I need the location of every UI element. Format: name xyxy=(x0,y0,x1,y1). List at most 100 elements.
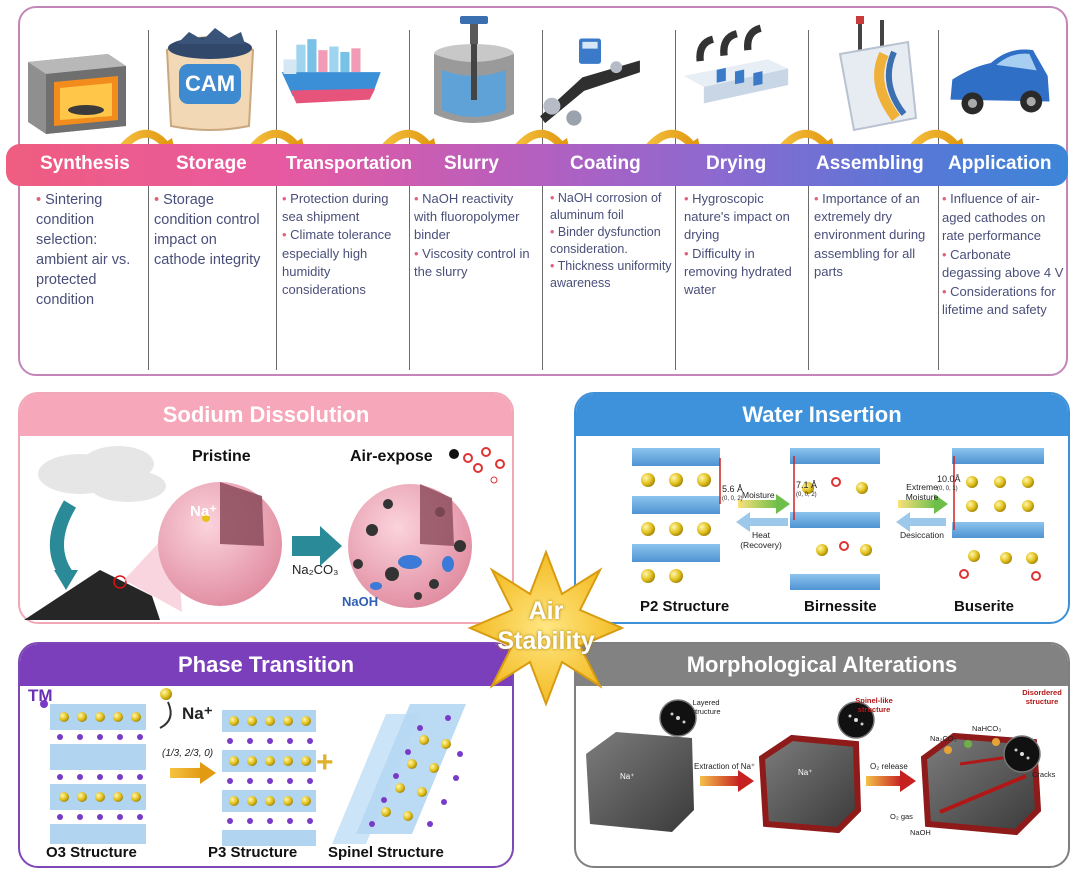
morphological-alterations-title: Morphological Alterations xyxy=(576,644,1068,686)
pristine-label: Pristine xyxy=(192,448,251,465)
buserite-plane-label: (0, 0, 1) xyxy=(937,486,958,492)
disordered-structure-label: Disordered structure xyxy=(1022,688,1062,706)
powder-pile-icon xyxy=(24,570,160,620)
extraction-arrow-icon xyxy=(700,776,740,786)
column-divider xyxy=(276,30,277,370)
buserite-structure-icon xyxy=(952,448,1044,581)
desiccation-arrow-icon xyxy=(908,518,946,526)
moisture-label: Moisture xyxy=(742,490,775,500)
stage-label-assembling: Assembling xyxy=(816,153,924,174)
stage-notes-slurry: • NaOH reactivity with fluoropolymer bin… xyxy=(414,191,530,279)
heat-arrow-icon xyxy=(748,518,788,526)
stage-bar: Synthesis Storage Transportation Slurry … xyxy=(6,144,1068,186)
column-divider xyxy=(148,30,149,370)
na-ion-label: Na⁺ xyxy=(182,704,213,723)
column-divider xyxy=(675,30,676,370)
birnessite-structure-icon xyxy=(790,448,880,590)
o2-release-arrow-icon xyxy=(866,776,902,786)
stage-notes-drying: • Hygroscopic nature's impact on drying … xyxy=(684,191,792,298)
nahco3-label: NaHCO₃ xyxy=(972,724,1002,733)
birnessite-spacing-label: 7.1 Å xyxy=(796,480,818,490)
extreme-moisture-arrow-icon xyxy=(898,500,936,508)
stage-notes-application: • Influence of air-aged cathodes on rate… xyxy=(942,191,1064,317)
stage-label-transportation: Transportation xyxy=(286,153,413,173)
o3-structure-icon xyxy=(40,688,172,844)
desiccation-label: Desiccation xyxy=(900,530,944,540)
star-burst-icon xyxy=(467,549,625,707)
ship-icon xyxy=(281,39,381,104)
o2-gas-label: O₂ gas xyxy=(890,812,913,821)
extraction-label: Extraction of Na⁺ xyxy=(694,762,756,771)
water-insertion-title: Water Insertion xyxy=(576,394,1068,436)
air-stability-label: Air Stability xyxy=(497,597,595,655)
spinel-like-particle-icon xyxy=(758,734,862,834)
sodium-dissolution-panel: Sodium Dissolution Pristine Air- xyxy=(18,392,514,624)
pouch-cell-icon xyxy=(838,16,918,132)
water-insertion-illustration xyxy=(632,448,1044,590)
stage-label-synthesis: Synthesis xyxy=(40,153,130,174)
plus-sign: + xyxy=(316,746,334,779)
tm-label: TM xyxy=(28,686,53,705)
exposure-arrow-icon xyxy=(292,526,342,566)
stage-notes-transportation: • Protection during sea shipment • Clima… xyxy=(282,191,392,298)
o2-release-label: O₂ release xyxy=(870,762,908,771)
na2co3-label: Na₂CO₃ xyxy=(292,562,339,577)
stage-label-application: Application xyxy=(948,153,1052,174)
p2-structure-icon xyxy=(632,448,721,583)
p2-structure-label: P2 Structure xyxy=(640,598,730,615)
morphological-illustration xyxy=(586,699,1042,836)
morphological-alterations-panel: Morphological Alterations Layered struct… xyxy=(574,642,1070,868)
cam-label: CAM xyxy=(185,71,235,96)
p3-structure-icon xyxy=(222,710,316,846)
extreme-moisture-label: Extreme Moisture xyxy=(905,482,939,502)
column-divider xyxy=(808,30,809,370)
air-stability-badge: Air Stability xyxy=(466,548,626,708)
mixer-icon xyxy=(434,16,514,123)
sodium-dissolution-illustration xyxy=(24,446,505,620)
dryer-icon xyxy=(683,24,789,104)
na-out-label: Na⁺ xyxy=(798,768,813,777)
phase-transition-title: Phase Transition xyxy=(20,644,512,686)
naoh-label: NaOH xyxy=(910,828,931,837)
column-divider xyxy=(938,30,939,370)
sodium-dissolution-title: Sodium Dissolution xyxy=(20,394,512,436)
phase-transition-illustration xyxy=(40,688,466,846)
air-exposed-particle-icon xyxy=(348,484,472,608)
birnessite-label: Birnessite xyxy=(804,598,877,615)
na2co3-label: Na₂CO₃ xyxy=(930,734,957,743)
furnace-icon xyxy=(28,54,126,134)
p2-plane-label: (0, 0, 2) xyxy=(722,496,743,502)
naoh-label: NaOH xyxy=(342,594,379,609)
p3-structure-label: P3 Structure xyxy=(208,844,298,861)
moisture-cloud-icon xyxy=(38,446,166,502)
column-divider xyxy=(409,30,410,370)
spinel-like-structure-label: Spinel-like structure xyxy=(855,696,893,714)
moisture-arrow-icon xyxy=(738,500,778,508)
gas-molecules-icon xyxy=(449,447,505,484)
layered-particle-icon xyxy=(586,732,694,832)
layered-structure-label: Layered structure xyxy=(691,698,721,716)
na-in-label: Na⁺ xyxy=(620,772,635,781)
air-expose-label: Air-expose xyxy=(350,448,433,465)
stage-label-coating: Coating xyxy=(570,153,641,174)
stage-notes-assembling: • Importance of an extremely dry environ… xyxy=(814,191,926,279)
stage-label-slurry: Slurry xyxy=(444,153,499,174)
o3-structure-label: O3 Structure xyxy=(46,844,137,861)
na-ion-label: Na⁺ xyxy=(190,503,218,520)
cracks-label: Cracks xyxy=(1032,770,1056,779)
stage-notes-storage: • Storage condition control impact on ca… xyxy=(154,192,261,268)
car-icon xyxy=(950,49,1050,115)
phase-transition-panel: Phase Transition xyxy=(18,642,514,868)
birnessite-plane-label: (0, 0, 2) xyxy=(796,492,817,498)
spinel-structure-icon xyxy=(332,704,466,844)
transition-arrow-icon xyxy=(170,768,202,778)
coordinates-label: (1/3, 2/3, 0) xyxy=(162,748,214,759)
p2-spacing-label: 5.6 Å xyxy=(722,484,744,494)
heat-recovery-label: Heat (Recovery) xyxy=(740,530,782,550)
stage-notes-synthesis: • Sintering condition selection: ambient… xyxy=(36,192,131,308)
coating-machine-icon xyxy=(540,38,640,126)
cam-bag-icon: CAM xyxy=(165,28,255,131)
stage-label-storage: Storage xyxy=(176,153,247,174)
water-insertion-panel: Water Insertion xyxy=(574,392,1070,624)
stage-notes-coating: • NaOH corrosion of aluminum foil • Bind… xyxy=(550,191,672,290)
